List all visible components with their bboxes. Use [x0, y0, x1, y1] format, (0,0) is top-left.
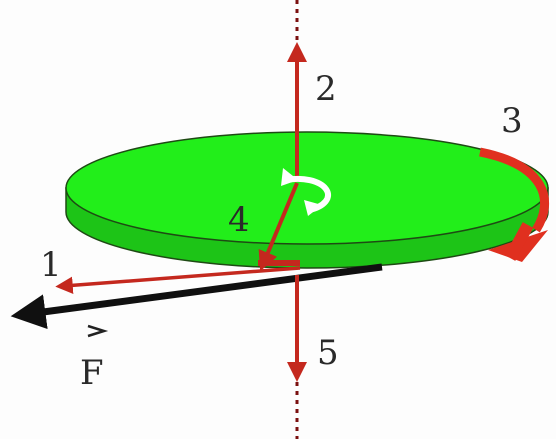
label-force-f: F	[80, 353, 104, 393]
label-1: 1	[40, 245, 62, 285]
force-f-arrow	[10, 263, 383, 330]
label-4: 4	[228, 200, 250, 240]
disk	[65, 131, 549, 269]
vector-3-edge-arrow	[479, 147, 549, 262]
vector-1-arrow	[55, 266, 301, 295]
label-2: 2	[315, 69, 337, 109]
vector-4-lever-arm	[258, 182, 299, 272]
circular-arrow-icon	[281, 168, 332, 216]
label-3: 3	[501, 101, 523, 141]
label-5: 5	[317, 333, 339, 373]
disk-top-face	[65, 131, 549, 245]
vector-arrow-icon	[87, 324, 109, 338]
